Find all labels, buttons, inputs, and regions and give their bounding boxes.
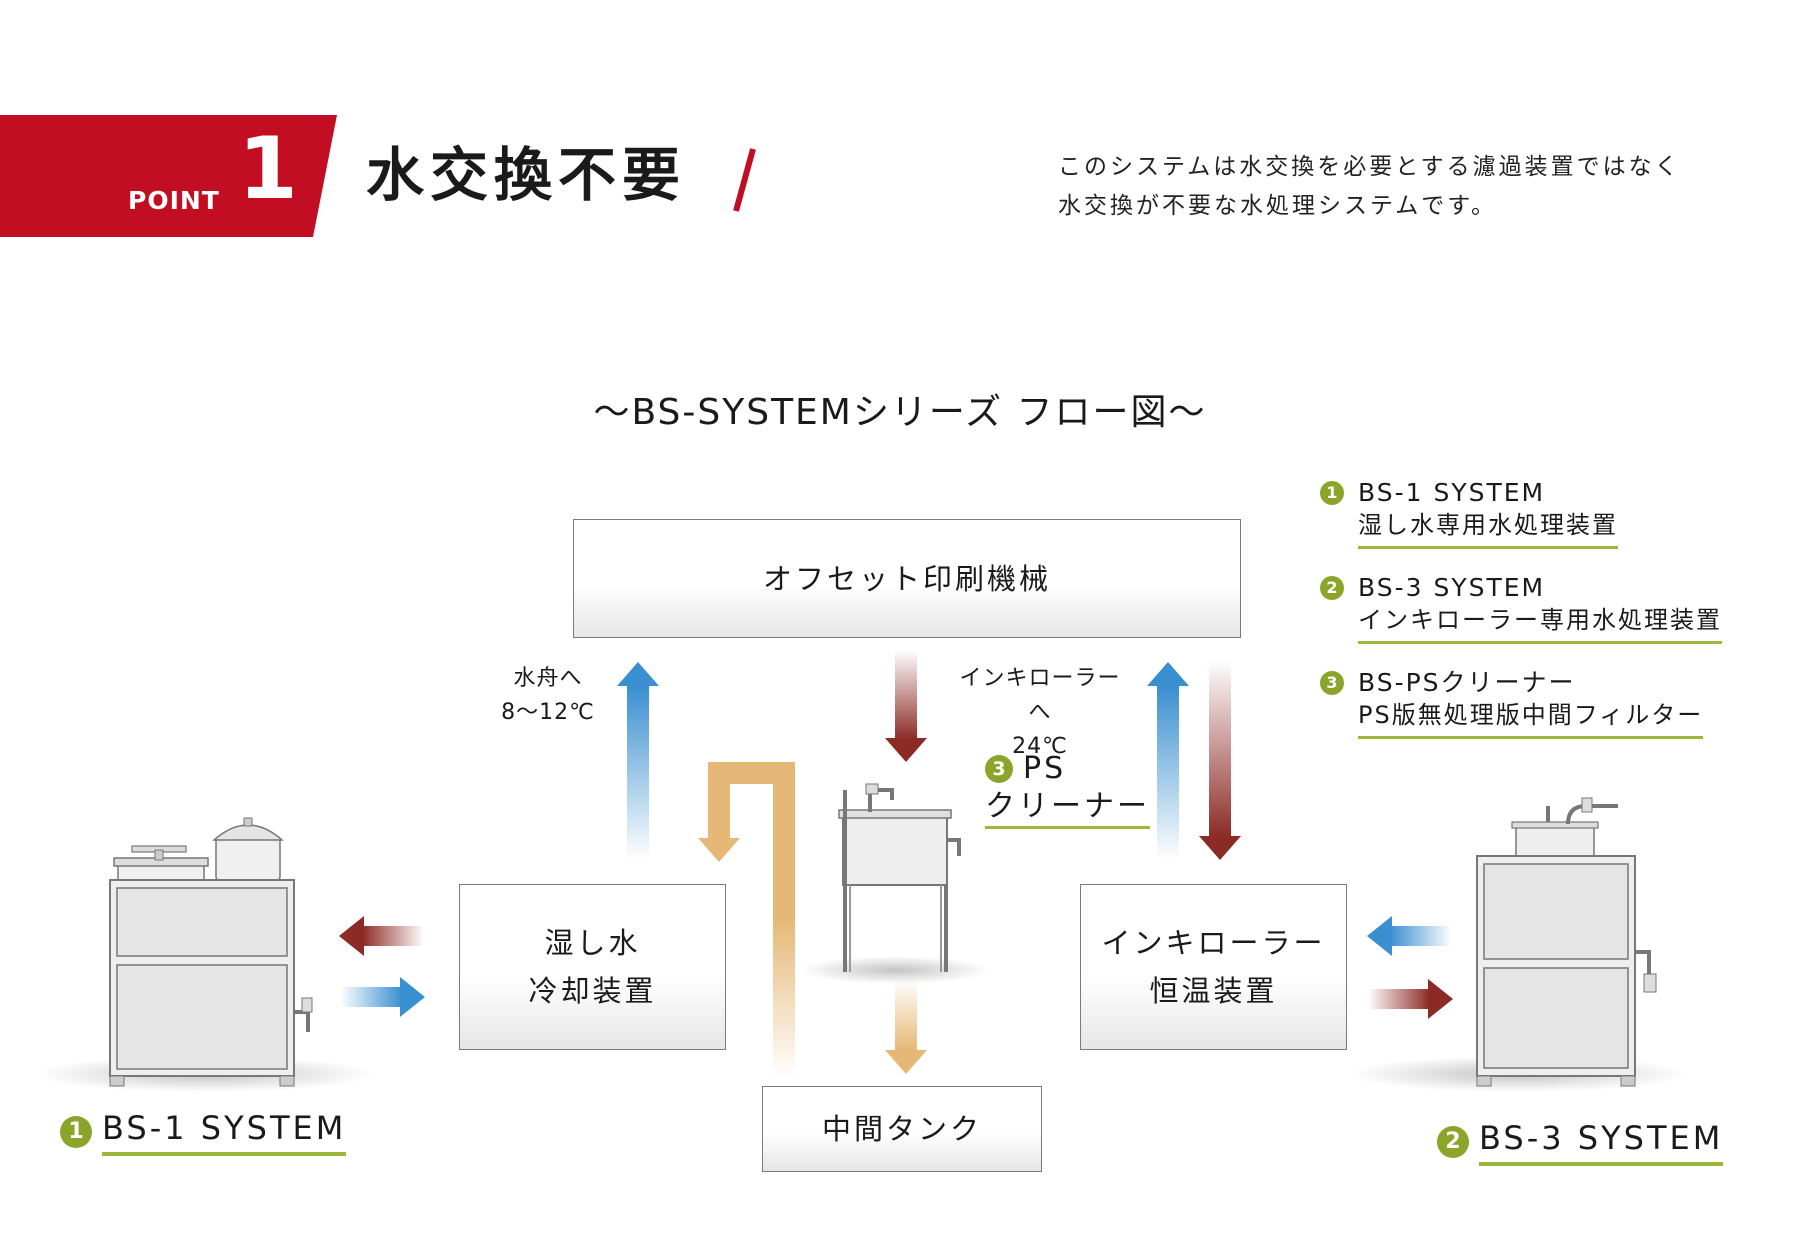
point-number: 1 <box>238 119 298 219</box>
intermediate-tank-label: 中間タンク <box>821 1112 982 1146</box>
dampening-cooler-box: 湿し水 冷却装置 <box>459 884 726 1050</box>
description-line-1: このシステムは水交換を必要とする濾過装置ではなく <box>1058 154 1681 180</box>
page-title: 水交換不要 <box>366 141 687 209</box>
flow-title: ～BS-SYSTEMシリーズ フロー図～ <box>593 392 1207 433</box>
arrow-to-ink-roller <box>1147 662 1189 860</box>
arrow-to-fountain <box>617 662 659 860</box>
bs3-system-name: BS-3 SYSTEM <box>1479 1118 1724 1166</box>
bs1-number-badge: 1 <box>60 1116 92 1148</box>
ps-cleaner-illustration <box>800 783 990 984</box>
bs1-system-label: 1 BS-1 SYSTEM <box>60 1108 347 1156</box>
legend-title: BS-3 SYSTEM <box>1358 573 1546 602</box>
ink-roller-temperature: 24℃ <box>1012 734 1068 759</box>
bs3-machine-illustration <box>1348 797 1688 1092</box>
legend-subtitle: インキローラー専用水処理装置 <box>1358 603 1722 644</box>
fountain-label: 水舟へ 8～12℃ <box>488 662 608 730</box>
ink-roller-line-1: インキローラー <box>1101 926 1326 960</box>
legend-subtitle: PS版無処理版中間フィルター <box>1358 698 1704 739</box>
title-slash-decoration <box>733 148 756 212</box>
fountain-label-line-1: 水舟へ <box>513 666 583 691</box>
point-label: POINT <box>128 186 220 215</box>
ps-label-line-2: クリーナー <box>985 788 1150 829</box>
description: このシステムは水交換を必要とする濾過装置ではなく 水交換が不要な水処理システムで… <box>1058 148 1681 226</box>
ps-cleaner-label: 3 PS クリーナー <box>985 750 1150 829</box>
description-line-2: 水交換が不要な水処理システムです。 <box>1058 193 1498 219</box>
legend-item: 2 BS-3 SYSTEM インキローラー専用水処理装置 <box>1320 573 1740 644</box>
ink-roller-line-2: 恒温装置 <box>1149 974 1278 1008</box>
legend-title: BS-PSクリーナー <box>1358 668 1576 697</box>
arrow-bs1-supply <box>340 977 425 1017</box>
ps-label-line-1: PS <box>1023 751 1067 786</box>
legend-item: 1 BS-1 SYSTEM 湿し水専用水処理装置 <box>1320 478 1740 549</box>
bs3-number-badge: 2 <box>1437 1126 1469 1158</box>
arrow-bs3-supply <box>1367 916 1452 956</box>
arrow-cleaner-to-tank <box>885 980 927 1074</box>
intermediate-tank-box: 中間タンク <box>762 1086 1042 1172</box>
arrow-return-to-bs3 <box>1368 979 1453 1019</box>
ink-roller-label-line-1: インキローラーへ <box>959 666 1121 725</box>
legend-subtitle: 湿し水専用水処理装置 <box>1358 508 1618 549</box>
offset-press-box: オフセット印刷機械 <box>573 519 1241 638</box>
legend-number-badge: 3 <box>1320 671 1344 695</box>
fountain-temperature: 8～12℃ <box>501 700 595 725</box>
arrow-return-to-bs1 <box>339 916 424 956</box>
bs1-system-name: BS-1 SYSTEM <box>102 1108 347 1156</box>
bs1-machine-illustration <box>35 817 375 1092</box>
ink-roller-label: インキローラーへ 24℃ <box>950 662 1130 764</box>
dampening-cooler-line-2: 冷却装置 <box>528 974 657 1008</box>
legend: 1 BS-1 SYSTEM 湿し水専用水処理装置 2 BS-3 SYSTEM イ… <box>1320 478 1740 763</box>
point-banner <box>0 115 337 237</box>
arrow-roller-return <box>1199 660 1241 860</box>
bs3-system-label: 2 BS-3 SYSTEM <box>1437 1118 1724 1166</box>
arrow-press-to-cleaner <box>885 650 927 762</box>
offset-press-label: オフセット印刷機械 <box>762 561 1051 596</box>
legend-number-badge: 1 <box>1320 481 1344 505</box>
ps-number-badge: 3 <box>985 755 1013 783</box>
legend-item: 3 BS-PSクリーナー PS版無処理版中間フィルター <box>1320 668 1740 739</box>
legend-number-badge: 2 <box>1320 576 1344 600</box>
legend-title: BS-1 SYSTEM <box>1358 478 1546 507</box>
arrow-tank-return-loop <box>698 762 795 1078</box>
ink-roller-thermostat-box: インキローラー 恒温装置 <box>1080 884 1347 1050</box>
dampening-cooler-line-1: 湿し水 <box>544 926 641 960</box>
